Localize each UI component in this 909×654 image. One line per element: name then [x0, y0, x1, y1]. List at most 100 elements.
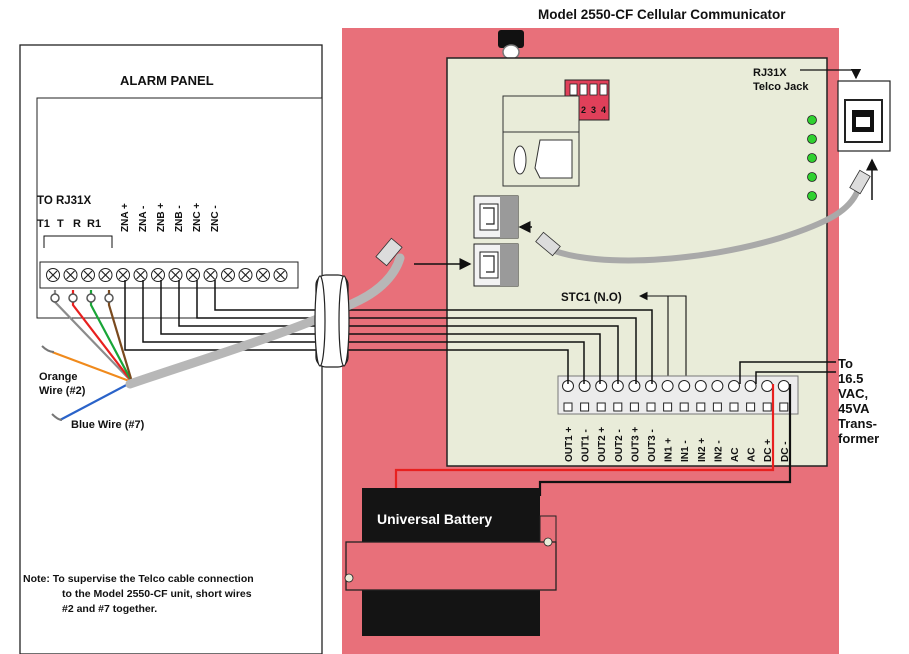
- panel-screw-terminal: [168, 268, 183, 282]
- board-screw-terminal: [611, 380, 624, 412]
- board-terminal-block: [557, 375, 799, 415]
- board-screw-terminal: [761, 380, 774, 412]
- board-terminal-label: IN1 -: [680, 440, 691, 462]
- alarm-panel-label: ALARM PANEL: [120, 73, 214, 88]
- board-phone-jack-top: [473, 195, 519, 239]
- rj31x-jack-label-1: RJ31X: [753, 67, 787, 79]
- panel-screw-terminal: [46, 268, 60, 282]
- terminal-label-r1: R1: [87, 218, 101, 230]
- panel-screw-terminal: [238, 268, 253, 282]
- dip-number-4: 4: [601, 105, 606, 115]
- sim-card-holder: [502, 95, 580, 187]
- board-terminal-label: IN2 +: [697, 438, 708, 462]
- transformer-label-4: 45VA: [838, 401, 870, 416]
- board-screw-terminal: [578, 380, 591, 412]
- spade-lugs: [41, 293, 114, 421]
- rj31x-to-label: TO RJ31X: [37, 195, 91, 207]
- status-leds: [807, 115, 817, 201]
- board-terminal-label: IN1 +: [664, 438, 675, 462]
- orange-wire-label-2: Wire (#2): [39, 385, 86, 397]
- enclosure-knob-cap: [502, 44, 520, 60]
- zone-terminal-label: ZNC +: [192, 203, 203, 232]
- panel-screw-terminal: [133, 268, 148, 282]
- transformer-label-6: former: [838, 431, 879, 446]
- board-terminal-label: OUT1 -: [581, 429, 592, 462]
- board-screw-terminal: [628, 380, 641, 412]
- zone-wires: [124, 280, 653, 384]
- orange-wire-label-1: Orange: [39, 371, 78, 383]
- panel-screw-terminal: [116, 268, 130, 282]
- note-line-2: to the Model 2550-CF unit, short wires: [62, 588, 252, 600]
- board-terminal-label: OUT2 +: [597, 427, 608, 462]
- terminal-label-t: T: [57, 218, 64, 230]
- transformer-label-5: Trans-: [838, 416, 877, 431]
- board-screw-terminal: [694, 380, 707, 412]
- dip-number-2: 2: [581, 105, 586, 115]
- rj31x-bracket: [43, 235, 113, 248]
- board-terminal-labels: OUT1 + OUT1 - OUT2 + OUT2 - OUT3 + OUT3 - IN1 …: [564, 427, 791, 462]
- terminal-label-t1: T1: [37, 218, 50, 230]
- zone-terminal-label: ZNB +: [156, 203, 167, 232]
- dip-number-3: 3: [591, 105, 596, 115]
- enclosure-knob: [498, 30, 524, 48]
- board-screw-terminal: [595, 380, 608, 412]
- battery-label: Universal Battery: [377, 511, 492, 527]
- universal-battery: [344, 488, 557, 636]
- board-phone-jack-bottom: [473, 243, 519, 287]
- board-terminal-label: IN2 -: [713, 440, 724, 462]
- board-screw-terminal: [678, 380, 691, 412]
- board-terminal-label: DC +: [763, 439, 774, 462]
- stc1-arrow: [638, 291, 687, 384]
- rj31x-arrow: [800, 68, 862, 80]
- telco-cable: [549, 187, 861, 264]
- board-screw-terminal: [728, 380, 740, 412]
- rj31x-telco-jack: [837, 80, 891, 152]
- board-terminal-label: DC -: [780, 441, 791, 462]
- panel-cable-plug: [375, 237, 403, 267]
- ferrite-core: [314, 274, 350, 368]
- board-terminal-label: OUT3 -: [647, 429, 658, 462]
- blue-wire-label: Blue Wire (#7): [71, 419, 145, 431]
- dip-levers: [569, 83, 608, 96]
- panel-screw-terminal: [221, 268, 235, 282]
- board-terminal-label: OUT3 +: [630, 427, 641, 462]
- transformer-label-1: To: [838, 356, 853, 371]
- board-terminal-label: AC: [747, 448, 758, 462]
- panel-screw-terminal: [151, 268, 165, 282]
- board-screw-terminal: [661, 380, 674, 412]
- zone-terminal-label: ZNB -: [174, 205, 185, 232]
- battery-red-wire: [394, 384, 775, 490]
- transformer-label-2: 16.5: [838, 371, 863, 386]
- alarm-panel-terminals: [46, 268, 288, 282]
- telco-cable-plug-right: [849, 169, 871, 195]
- rj31x-jack-label-2: Telco Jack: [753, 81, 809, 93]
- zone-terminal-labels: ZNA + ZNA - ZNB + ZNB - ZNC + ZNC -: [120, 203, 221, 232]
- note-line-1: Note: To supervise the Telco cable conne…: [23, 573, 254, 585]
- ac-wire-1: [739, 361, 836, 384]
- telco-cable-plug-left: [535, 231, 561, 257]
- panel-screw-terminal: [186, 268, 200, 282]
- panel-screw-terminal: [81, 268, 95, 282]
- panel-screw-terminal: [63, 268, 78, 282]
- terminal-label-r: R: [73, 218, 81, 230]
- board-screw-terminal: [744, 380, 757, 412]
- ac-wire-2: [755, 371, 836, 384]
- board-terminal-label: OUT2 -: [614, 429, 625, 462]
- zone-terminal-label: ZNA -: [138, 206, 149, 232]
- board-screw-terminal: [645, 380, 657, 412]
- zone-terminal-label: ZNC -: [210, 205, 221, 232]
- note-line-3: #2 and #7 together.: [62, 603, 157, 615]
- panel-screw-terminal: [203, 268, 218, 282]
- panel-screw-terminal: [98, 268, 113, 282]
- diagram-title: Model 2550-CF Cellular Communicator: [538, 7, 786, 22]
- zone-terminal-label: ZNA +: [120, 203, 131, 232]
- panel-screw-terminal: [273, 268, 288, 282]
- stc1-label: STC1 (N.O): [561, 292, 622, 304]
- board-screw-terminal: [562, 380, 574, 412]
- board-screw-terminal: [711, 380, 724, 412]
- panel-screw-terminal: [256, 268, 270, 282]
- board-terminal-label: OUT1 +: [564, 427, 575, 462]
- board-terminal-label: AC: [730, 448, 741, 462]
- transformer-label-3: VAC,: [838, 386, 868, 401]
